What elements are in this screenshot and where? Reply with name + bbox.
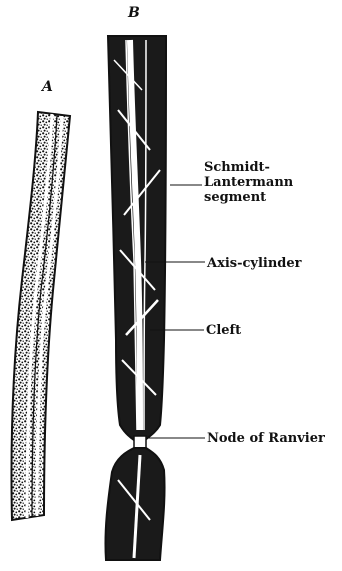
label-schmidt-line-2: Lantermann xyxy=(204,175,293,190)
fiber-a-body xyxy=(11,112,70,520)
label-node-of-ranvier: Node of Ranvier xyxy=(207,431,325,446)
panel-label-b: B xyxy=(128,6,140,20)
label-cleft: Cleft xyxy=(206,323,241,338)
label-axis-cylinder: Axis-cylinder xyxy=(207,256,302,271)
fiber-a xyxy=(11,112,70,520)
fiber-b xyxy=(105,36,166,560)
panel-label-a: A xyxy=(42,80,53,94)
label-schmidt-line-3: segment xyxy=(204,190,293,205)
label-schmidt-lantermann-segment: Schmidt- Lantermann segment xyxy=(204,160,293,205)
label-schmidt-line-1: Schmidt- xyxy=(204,160,293,175)
